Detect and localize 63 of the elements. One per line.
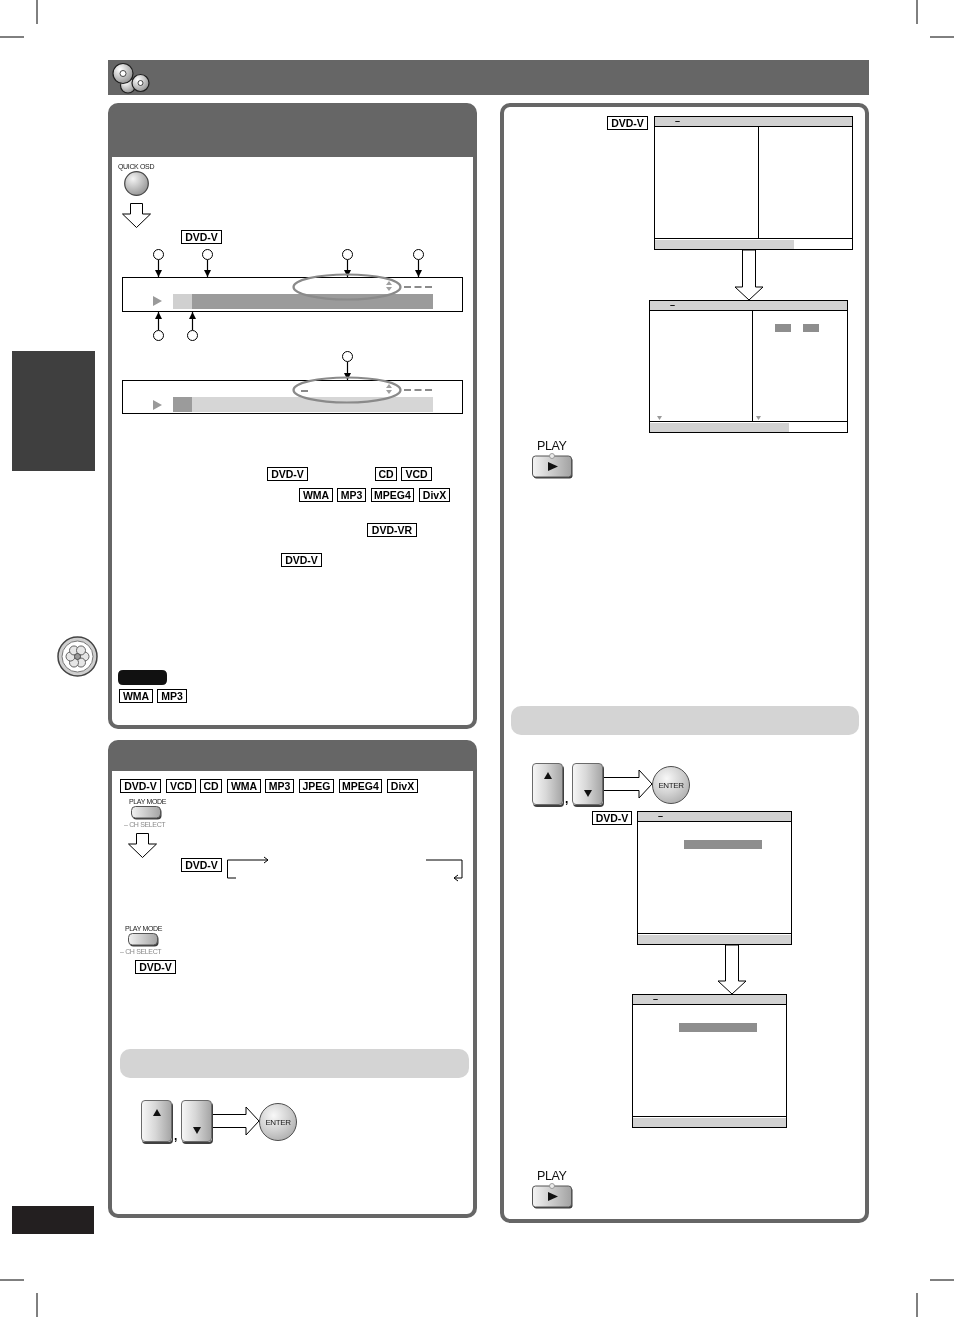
disc-format-tag: DVD-V (267, 467, 308, 481)
block-arrow (211, 1106, 260, 1136)
header-text: – (658, 811, 663, 821)
disc-format-tag: WMA (227, 779, 261, 793)
callout-circle (153, 330, 164, 341)
disc-format-tag: VCD (166, 779, 196, 793)
disc-format-tag: MP3 (337, 488, 366, 502)
disc-format-tag: DVD-V (281, 553, 322, 567)
disc-format-tag: JPEG (299, 779, 334, 793)
menu-screen (654, 116, 853, 250)
leader-arrow (155, 259, 162, 278)
leader-arrow (204, 259, 211, 278)
leader-arrow (155, 311, 162, 331)
button-caption: PLAY (537, 440, 567, 453)
disc-format-tag: DVD-VR (367, 523, 417, 537)
leader-arrow (189, 311, 196, 331)
disc-format-tag: VCD (401, 467, 432, 481)
disc-format-tag: WMA (299, 488, 333, 502)
disc-format-tag: CD (200, 779, 222, 793)
menu-screen (632, 994, 787, 1128)
side-tab (12, 351, 95, 471)
menu-screen (637, 811, 792, 945)
disc-format-tag: WMA (119, 689, 153, 703)
comma-text: , (565, 793, 569, 805)
disc-format-tag: MP3 (157, 689, 187, 703)
disc-format-tag: DivX (387, 779, 418, 793)
disc-format-tag: CD (375, 467, 397, 481)
disc-format-tag: MPEG4 (339, 779, 382, 793)
callout-circle (342, 351, 353, 362)
disc-format-tag: DVD-V (120, 779, 161, 793)
arrow-key (572, 763, 603, 805)
disc-format-tag: DVD-V (592, 811, 632, 825)
disc-format-tag: DVD-V (607, 116, 648, 130)
callout-circle (342, 249, 353, 260)
menu-screen (649, 300, 848, 433)
arrow-key (532, 763, 563, 805)
arrow-key (141, 1100, 172, 1142)
osd-display (122, 277, 463, 312)
heading-band (511, 706, 859, 735)
disc-format-tag: DivX (419, 488, 450, 502)
heading-band (120, 1049, 469, 1078)
block-arrow (717, 944, 747, 995)
header-text: – (675, 116, 680, 126)
disc-format-tag: DVD-V (135, 960, 176, 974)
header-text: – (670, 300, 675, 310)
leader-arrow (344, 259, 351, 278)
callout-circle (187, 330, 198, 341)
arrow-key (181, 1100, 212, 1142)
block-arrow (602, 769, 653, 799)
callout-circle (202, 249, 213, 260)
callout-circle (413, 249, 424, 260)
disc-format-tag: MP3 (265, 779, 294, 793)
disc-format-tag: MPEG4 (371, 488, 414, 502)
block-arrow (734, 249, 764, 301)
disc-format-tag: DVD-V (181, 858, 222, 872)
header-text: – (653, 994, 658, 1004)
button-caption: PLAY (537, 1170, 567, 1183)
osd-display (122, 380, 463, 414)
disc-format-tag: DVD-V (181, 230, 222, 244)
comma-text: , (174, 1130, 178, 1142)
leader-arrow (344, 361, 351, 381)
leader-arrow (415, 259, 422, 278)
callout-circle (153, 249, 164, 260)
